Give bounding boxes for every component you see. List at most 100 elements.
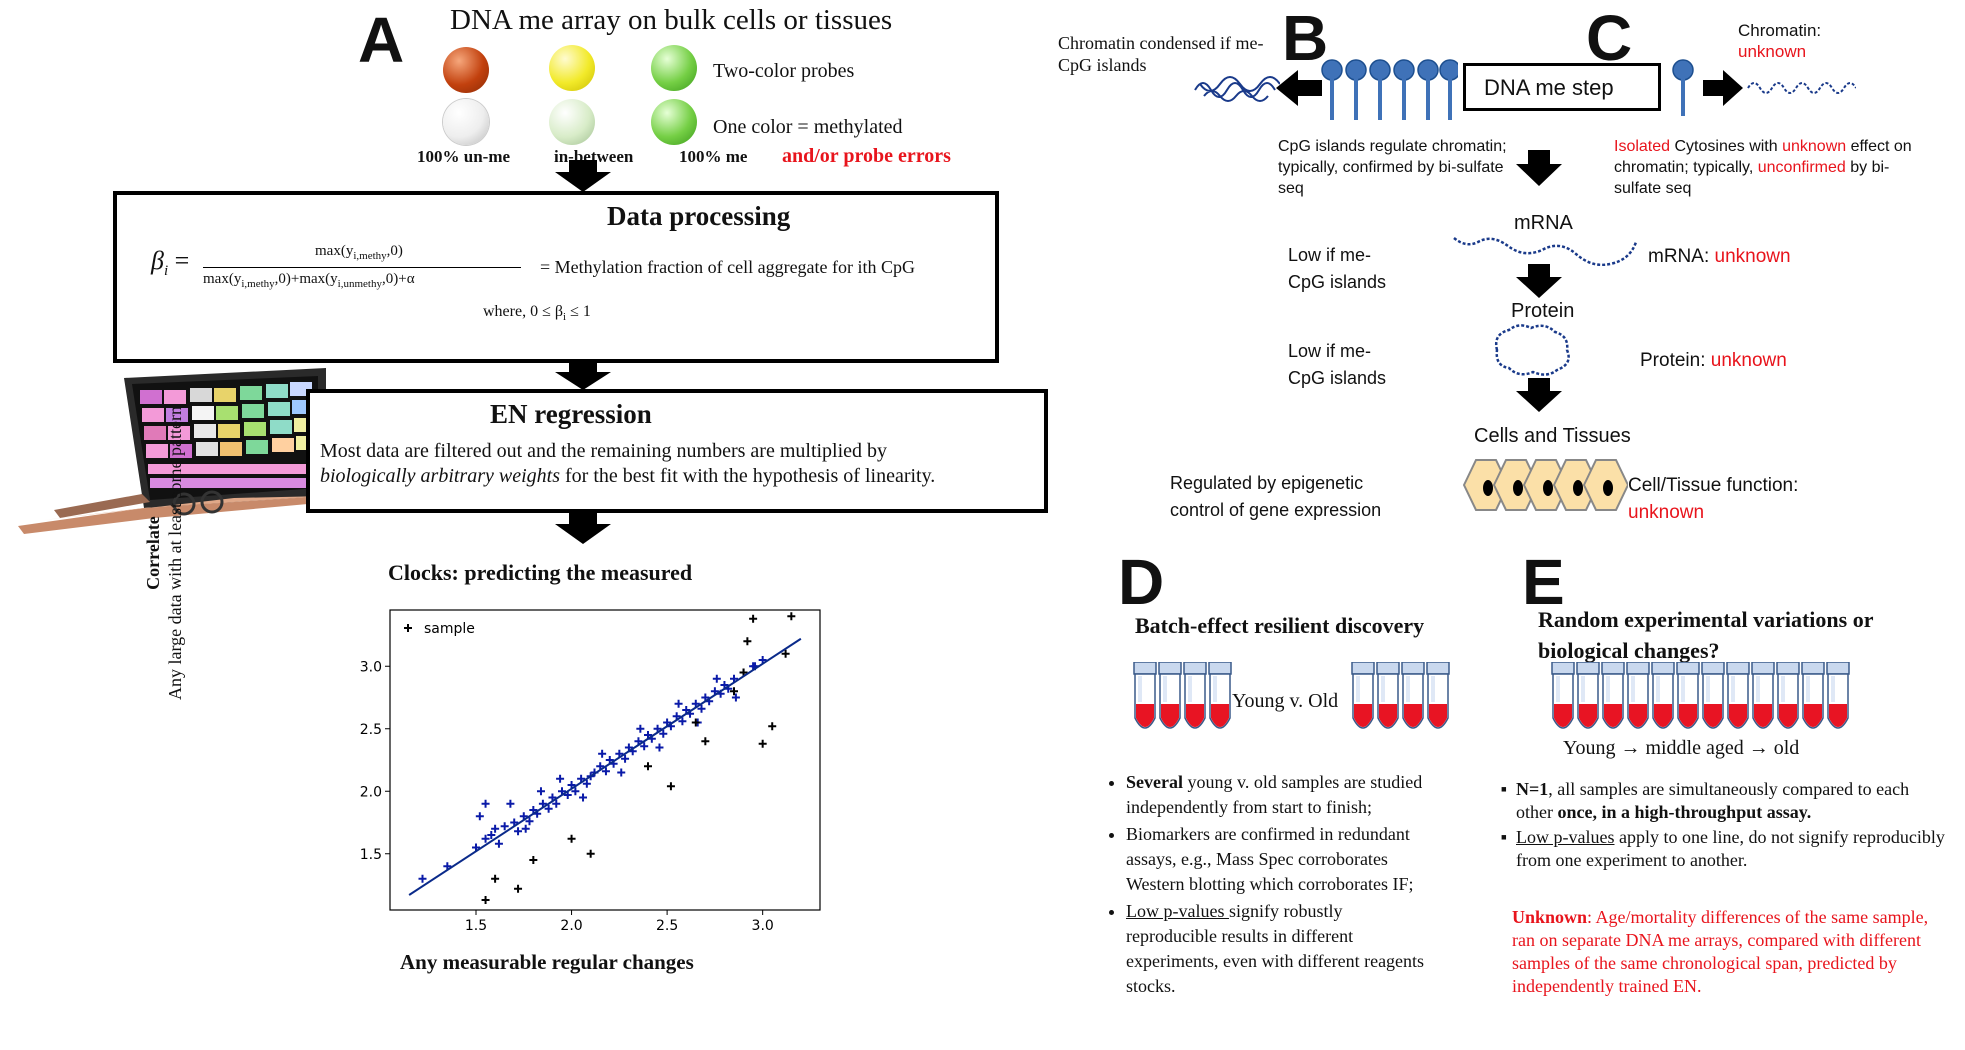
sample-point	[494, 839, 503, 848]
white-probe	[443, 99, 489, 145]
outlier-point	[514, 884, 523, 893]
data-processing-box: Data processing βi = max(yi,methy,0) max…	[113, 191, 999, 363]
sample-point	[552, 799, 561, 808]
y-tick-label: 2.0	[360, 784, 382, 800]
outlier-point	[529, 856, 538, 864]
sample-point	[481, 834, 490, 843]
down-arrow-a2	[555, 362, 611, 390]
sample-point	[636, 724, 645, 733]
sample-tube	[1626, 662, 1650, 729]
formula-denominator: max(yi,methy,0)+max(yi,unmethy,0)+α	[203, 271, 415, 290]
isolated-cytosines-text: Isolated Cytosines with unknown effect o…	[1614, 138, 1912, 197]
outlier-point	[701, 737, 710, 746]
two-color-label: Two-color probes	[713, 60, 855, 82]
sample-tube	[1726, 662, 1750, 729]
outlier-point	[787, 612, 796, 621]
protein-title: Protein	[1511, 300, 1575, 322]
sample-point	[525, 817, 534, 826]
sample-point	[582, 779, 591, 788]
condensed-chromatin-icon	[1194, 76, 1280, 102]
right-arrow-c	[1703, 70, 1743, 106]
sample-point	[544, 804, 553, 813]
epigenetic-regulation-text: Regulated by epigenetic control of gene …	[1170, 473, 1382, 520]
legend-marker	[404, 624, 412, 632]
one-color-label: One color = methylated	[713, 116, 903, 138]
young-v-old-label: Young v. Old	[1232, 690, 1339, 712]
loose-chromatin-icon	[1747, 82, 1856, 94]
bullet-n1: N=1, all samples are simultaneously comp…	[1516, 778, 1946, 824]
sample-point	[678, 717, 687, 726]
mrna-title: mRNA	[1514, 212, 1573, 234]
young-tube	[1133, 662, 1157, 729]
sample-point	[571, 787, 580, 796]
sample-tube	[1776, 662, 1800, 729]
en-regression-title: EN regression	[490, 399, 652, 429]
bullet-low-pvalues-e: Low p-values apply to one line, do not s…	[1516, 826, 1946, 872]
sample-tube	[1826, 662, 1850, 729]
sample-point	[640, 742, 649, 751]
x-tick-label: 1.5	[465, 918, 487, 934]
sample-tube	[1801, 662, 1825, 729]
young-tubes-icon	[1133, 662, 1232, 729]
sample-point	[731, 693, 740, 702]
low-if-me-cpg-mrna: Low if me-CpG islands	[1288, 245, 1387, 292]
outlier-point	[644, 762, 652, 771]
fraction-line	[203, 267, 521, 268]
down-arrow-a1	[555, 160, 611, 192]
beta-range: where, 0 ≤ βi ≤ 1	[483, 303, 591, 324]
legend-label: sample	[424, 621, 475, 637]
bullet-low-pvalues: Low p-values signify robustly reproducib…	[1126, 899, 1432, 999]
down-arrow-c2	[1516, 264, 1562, 298]
bullet-several: Several young v. old samples are studied…	[1126, 770, 1432, 820]
mrna-strand-icon	[1453, 237, 1638, 266]
old-tube	[1426, 662, 1450, 729]
y-tick-label: 1.5	[360, 847, 382, 863]
outlier-point	[567, 834, 576, 843]
outlier-point	[768, 722, 777, 731]
single-cpg-lollipop	[1672, 59, 1694, 116]
outlier-point	[691, 718, 700, 727]
sample-point	[697, 704, 706, 713]
panel-a-letter: A	[358, 4, 405, 76]
panel-e-letter: E	[1522, 546, 1565, 618]
panel-d-letter: D	[1118, 546, 1165, 618]
green-probe-top	[651, 45, 697, 91]
x-tick-label: 2.0	[560, 918, 582, 934]
outlier-point	[730, 687, 738, 696]
cells-tissue-icon	[1462, 459, 1628, 511]
green-probe-bottom	[651, 99, 697, 145]
yellow-probe	[549, 45, 595, 91]
dna-me-step-box: DNA me step	[1463, 63, 1661, 111]
down-arrow-c1	[1516, 150, 1562, 186]
random-variations-title: Random experimental variations or biolog…	[1538, 607, 1874, 663]
sample-point	[655, 743, 664, 752]
sample-point	[556, 774, 565, 783]
panel-b-letter: B	[1282, 2, 1329, 74]
fit-line	[408, 637, 802, 896]
high-throughput-bullets: N=1, all samples are simultaneously comp…	[1486, 778, 1946, 874]
timeline-tubes-icon	[1551, 662, 1850, 729]
sample-point	[487, 831, 496, 839]
sample-tube	[1601, 662, 1625, 729]
sample-point	[712, 674, 721, 683]
laptop-illustration	[18, 368, 330, 534]
down-arrow-c3	[1516, 378, 1562, 412]
old-tube	[1401, 662, 1425, 729]
label-errors: and/or probe errors	[782, 145, 951, 167]
outlier-point	[491, 874, 500, 883]
sample-point	[617, 768, 626, 777]
sample-tube	[1751, 662, 1775, 729]
sample-tube	[1676, 662, 1700, 729]
y-tick-label: 3.0	[360, 659, 382, 675]
sample-tube	[1651, 662, 1675, 729]
sample-point	[514, 827, 523, 836]
plot-frame	[389, 609, 821, 911]
data-processing-title: Data processing	[607, 201, 791, 231]
chart-title: Clocks: predicting the measured	[388, 560, 693, 585]
cell-function-label: Cell/Tissue function:unknown	[1628, 475, 1799, 523]
sample-point	[601, 767, 610, 776]
sample-point	[418, 874, 427, 883]
pale-green-probe	[549, 99, 595, 145]
formula-numerator: max(yi,methy,0)	[315, 243, 403, 262]
